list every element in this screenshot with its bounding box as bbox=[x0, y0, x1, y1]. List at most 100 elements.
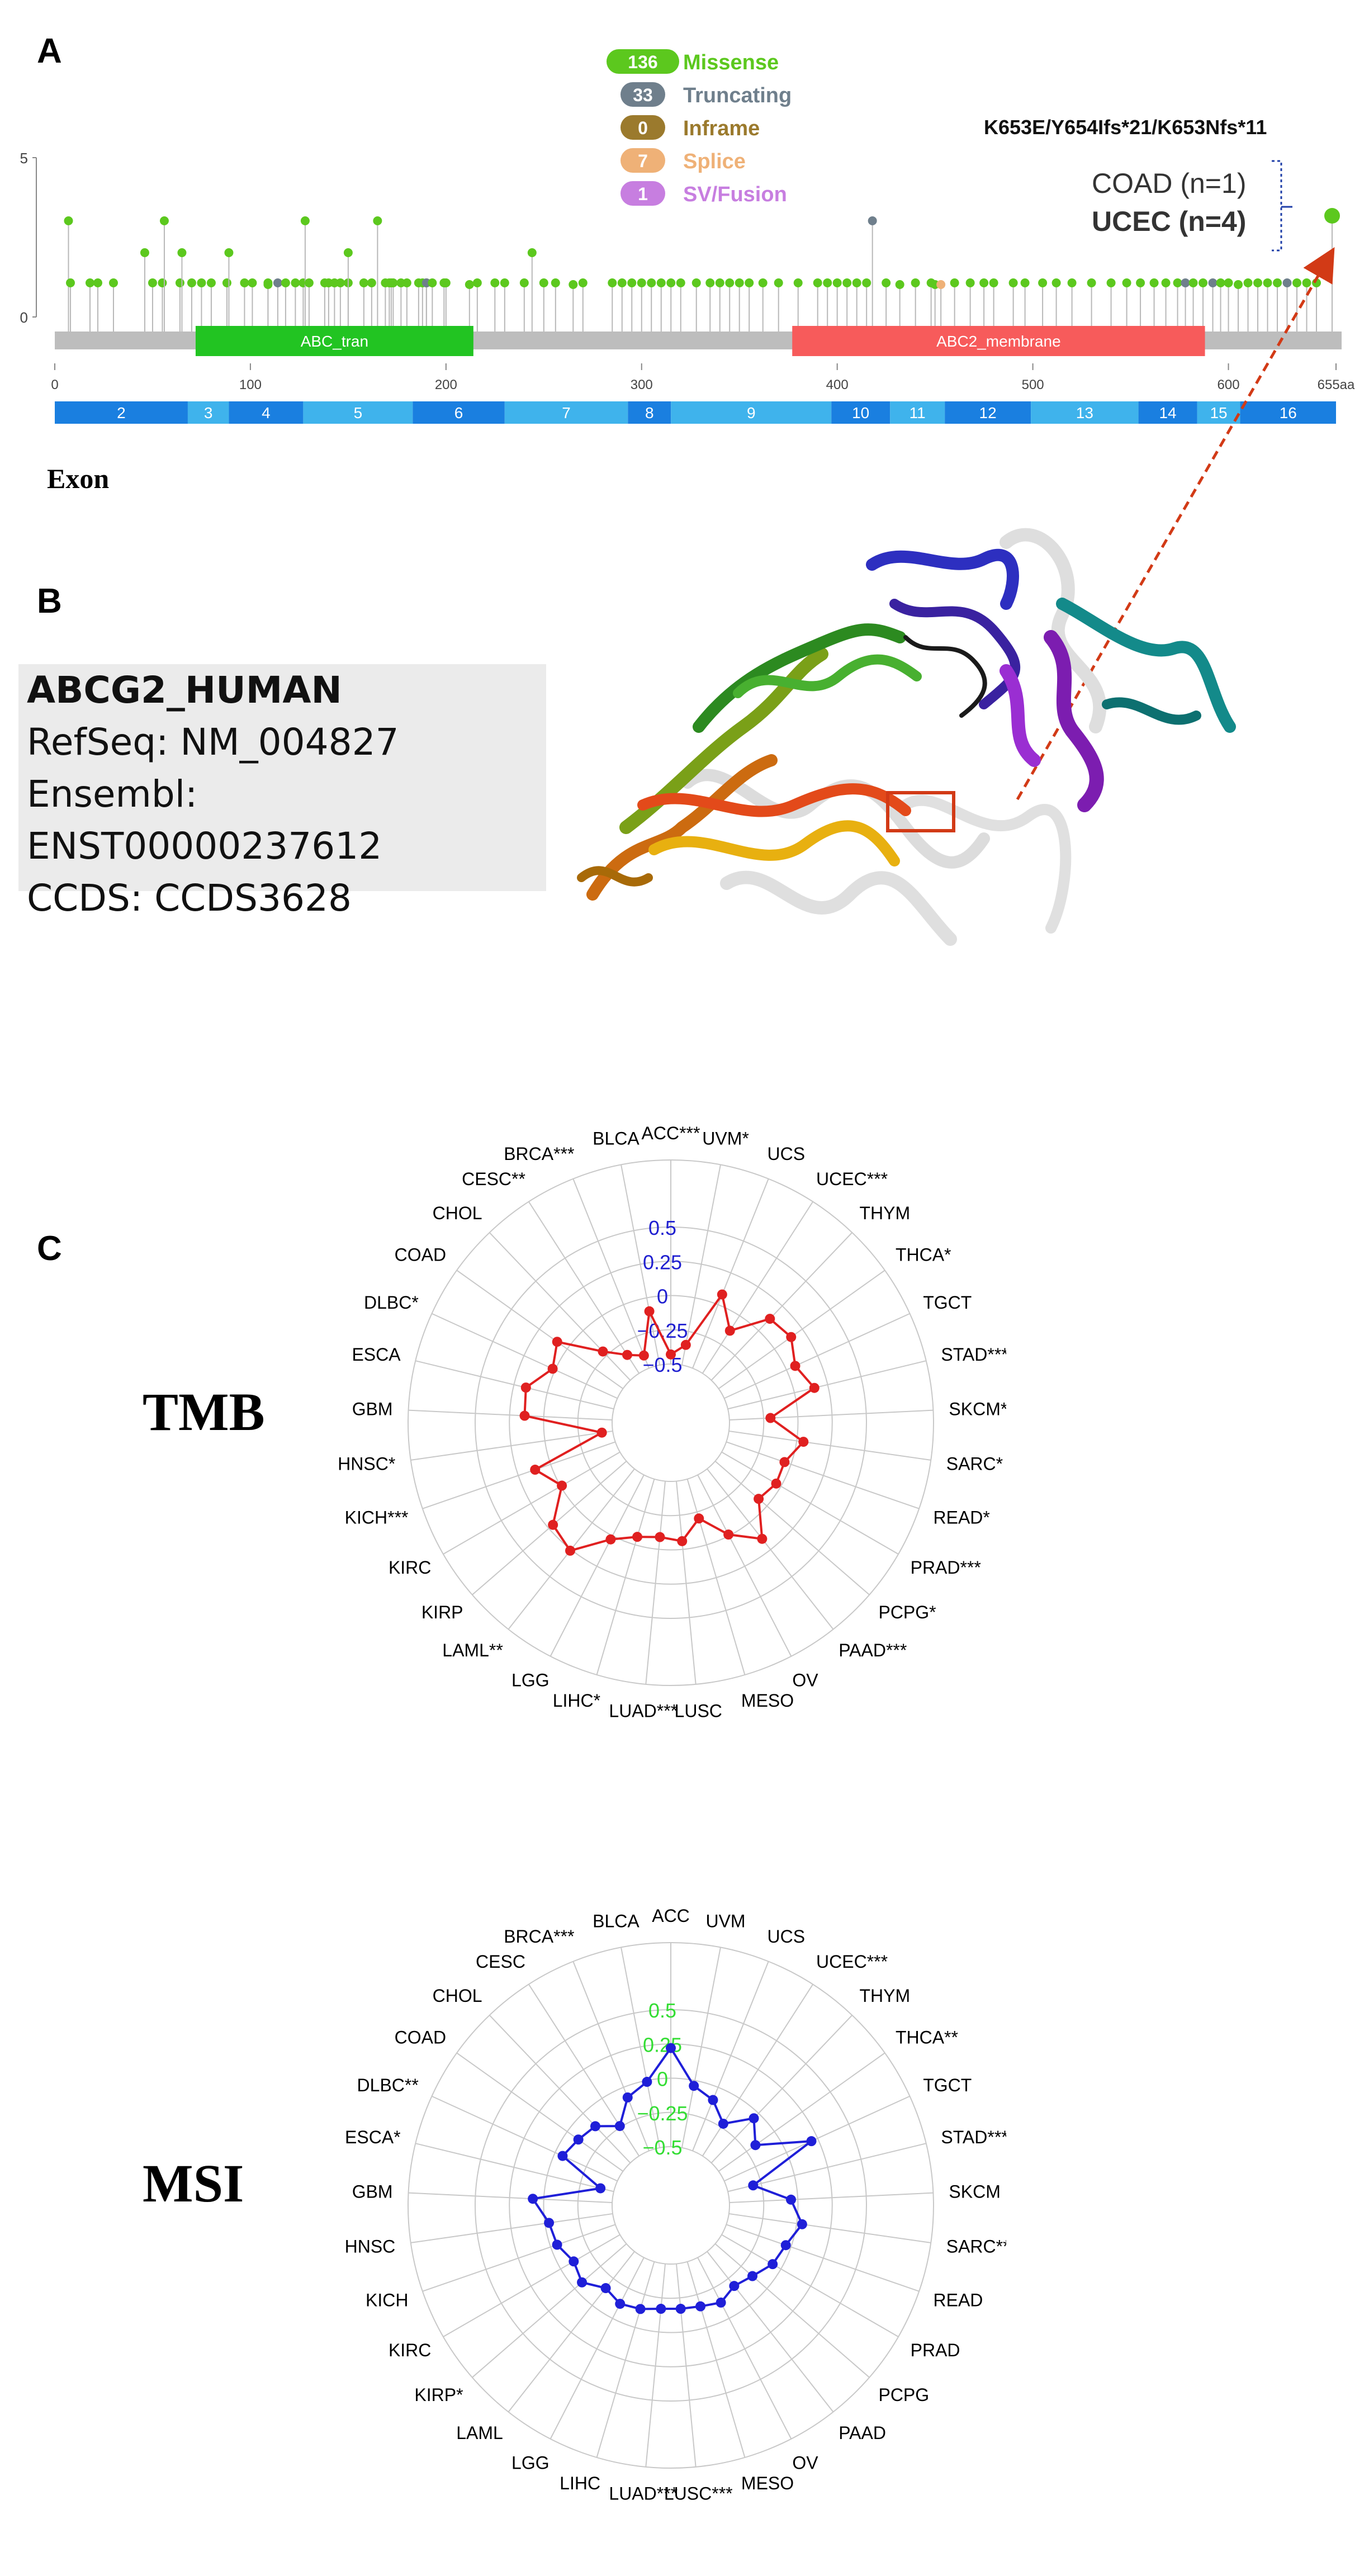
mutation-point bbox=[647, 278, 656, 287]
radar-data-point bbox=[765, 1413, 776, 1423]
mutation-point bbox=[578, 278, 588, 287]
mutation-point bbox=[715, 278, 724, 287]
mutation-point bbox=[627, 278, 637, 287]
mutation-point bbox=[1312, 278, 1321, 287]
radar-axis-label: DLBC* bbox=[364, 1292, 419, 1313]
radar-data-point bbox=[717, 1289, 727, 1300]
mutation-point bbox=[1188, 278, 1198, 287]
radar-axis-label: KIRP bbox=[421, 1602, 463, 1622]
mutation-point bbox=[1067, 278, 1077, 287]
x-tick-label: 600 bbox=[1218, 377, 1240, 392]
mutation-point bbox=[1282, 278, 1292, 287]
exon-label: 4 bbox=[262, 404, 271, 422]
radar-axis-label: KICH bbox=[366, 2290, 408, 2310]
radar-axis-label: SKCM* bbox=[949, 1399, 1006, 1419]
radar-spoke bbox=[724, 2095, 910, 2182]
radar-data-point bbox=[680, 1339, 691, 1350]
radar-tick-label: 0.5 bbox=[648, 1216, 676, 1239]
mutation-point bbox=[140, 248, 149, 257]
mutation-point bbox=[936, 280, 946, 289]
mutation-point bbox=[159, 216, 169, 225]
radar-axis-label: COAD bbox=[395, 1245, 446, 1265]
radar-data-point bbox=[748, 2180, 759, 2191]
exon-label: 10 bbox=[852, 404, 869, 422]
legend-count: 0 bbox=[638, 118, 648, 138]
mutation-point bbox=[666, 278, 676, 287]
mutation-point bbox=[108, 278, 118, 287]
radar-data-point bbox=[655, 1532, 665, 1542]
legend-label: SV/Fusion bbox=[683, 183, 787, 206]
mutation-point bbox=[85, 278, 94, 287]
radar-data-point bbox=[729, 2281, 740, 2291]
mutation-point bbox=[175, 278, 184, 287]
radar-spoke bbox=[472, 2243, 627, 2378]
radar-axis-label: THCA* bbox=[896, 1245, 951, 1265]
radar-axis-label: LUSC bbox=[675, 1701, 722, 1721]
legend-label: Missense bbox=[683, 51, 779, 74]
radar-data-point bbox=[765, 1314, 775, 1324]
radar-axis-label: SARC* bbox=[946, 1454, 1003, 1474]
radar-tick-label: 0.5 bbox=[648, 1999, 676, 2022]
mutation-point bbox=[979, 278, 989, 287]
radar-axis-label: OV bbox=[792, 2452, 818, 2473]
radar-axis-label: READ bbox=[934, 2290, 983, 2310]
radar-spoke bbox=[645, 1481, 666, 1684]
radar-spoke bbox=[697, 1474, 792, 1657]
radar-axis-label: UCEC*** bbox=[816, 1952, 888, 1972]
radar-axis-label: MESO bbox=[741, 2473, 794, 2493]
mutation-point bbox=[300, 216, 310, 225]
radar-data-point bbox=[573, 2134, 584, 2145]
radar-spoke bbox=[707, 1468, 834, 1630]
radar-data-point bbox=[614, 2121, 625, 2132]
radar-data-point bbox=[718, 2118, 728, 2129]
radar-spoke bbox=[550, 1474, 645, 1657]
radar-spoke bbox=[714, 1461, 870, 1595]
radar-spoke bbox=[422, 2224, 616, 2292]
radar-axis-label: HNSC* bbox=[338, 1454, 395, 1474]
radar-data-point bbox=[806, 2136, 817, 2147]
radar-data-point bbox=[798, 1437, 809, 1447]
mutation-point bbox=[950, 278, 959, 287]
radar-axis-label: GBM bbox=[352, 2181, 393, 2201]
exon-segment bbox=[55, 401, 188, 424]
radar-spoke bbox=[729, 1409, 934, 1421]
radar-data-point bbox=[666, 2043, 676, 2053]
mutation-point bbox=[527, 248, 537, 257]
radar-axis-label: HNSC bbox=[345, 2237, 396, 2257]
mutation-point bbox=[691, 278, 701, 287]
mutation-point bbox=[758, 278, 768, 287]
exon-label: 3 bbox=[204, 404, 213, 422]
radar-spoke bbox=[572, 1178, 650, 1368]
x-tick-label: 500 bbox=[1022, 377, 1044, 392]
radar-axis-label: LUSC*** bbox=[664, 2484, 733, 2504]
radar-spoke bbox=[596, 2261, 655, 2458]
mutation-point bbox=[539, 278, 548, 287]
radar-spoke bbox=[692, 1178, 769, 1368]
radar-spoke bbox=[456, 2052, 624, 2172]
mutation-point bbox=[656, 278, 666, 287]
mutation-point bbox=[1149, 278, 1159, 287]
exon-segment bbox=[831, 401, 890, 424]
mutation-point bbox=[64, 216, 73, 225]
mutation-point bbox=[745, 278, 754, 287]
radar-spoke bbox=[729, 2192, 934, 2204]
mutation-point bbox=[1253, 278, 1263, 287]
radar-spoke bbox=[645, 2264, 666, 2467]
y-tick-label: 0 bbox=[20, 309, 28, 326]
radar-tick-label: −0.5 bbox=[642, 1353, 682, 1376]
radar-axis-label: GBM bbox=[352, 1399, 393, 1419]
mutation-point bbox=[1216, 278, 1225, 287]
mutation-point bbox=[882, 278, 891, 287]
radar-axis-label: LAML** bbox=[442, 1640, 503, 1660]
mutation-point bbox=[472, 278, 482, 287]
radar-axis-label: LUAD*** bbox=[609, 2484, 678, 2504]
radar-spoke bbox=[489, 1232, 631, 1381]
mutation-point bbox=[1243, 278, 1253, 287]
radar-axis-label: READ* bbox=[934, 1507, 990, 1527]
mutation-point bbox=[1051, 278, 1061, 287]
mutation-point bbox=[291, 278, 300, 287]
tmb-label: TMB bbox=[143, 1382, 265, 1442]
mutation-point bbox=[148, 278, 157, 287]
